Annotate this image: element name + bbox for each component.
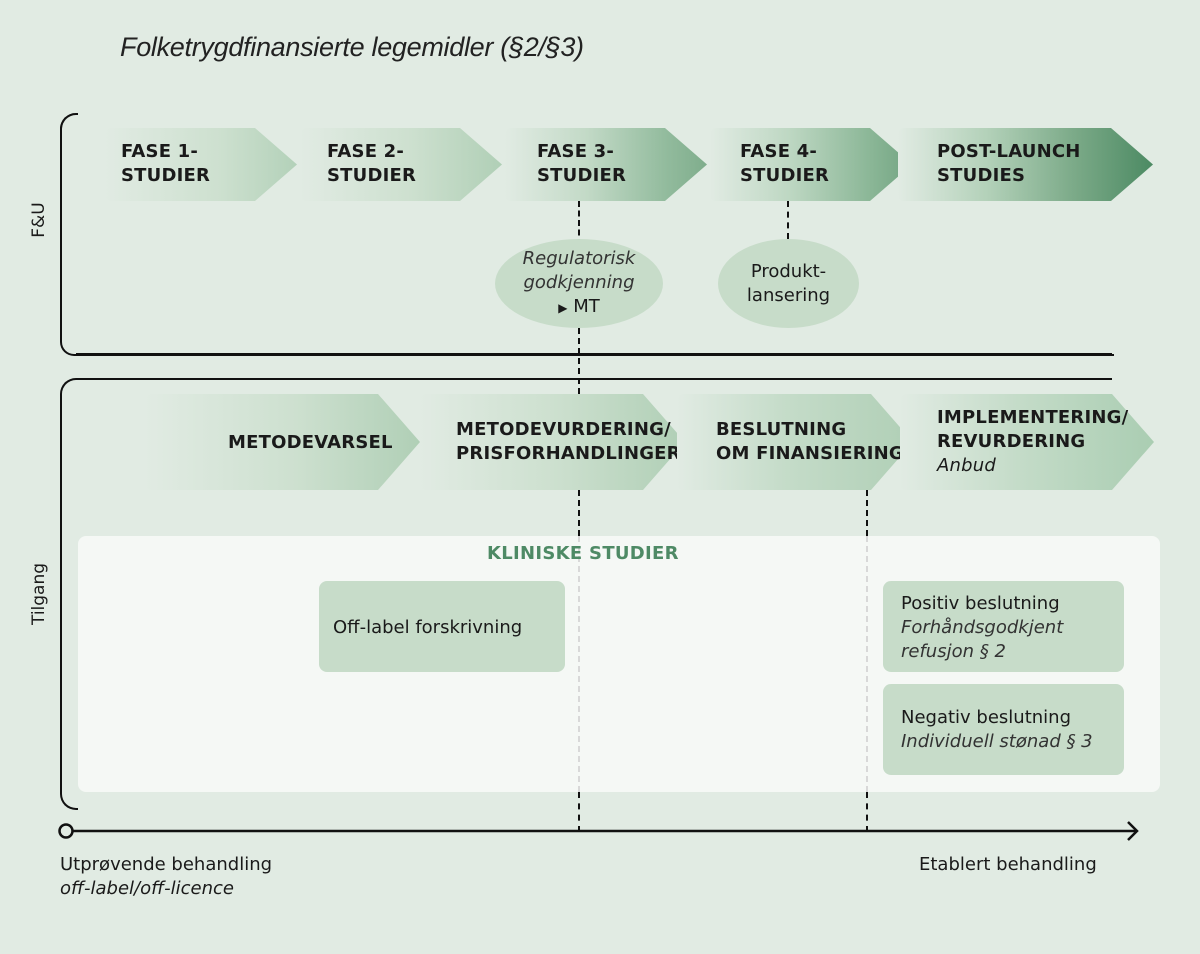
fu-step-phase4: FASE 4- STUDIER (710, 128, 912, 201)
connector-clinical-light-overlay (578, 536, 580, 792)
positive-decision-sub1: Forhåndsgodkjent (901, 617, 1064, 638)
access-step-line1: METODEVURDERING/ (456, 419, 671, 440)
tilgang-lane-top-line (76, 378, 1112, 380)
milestone-launch-line2: lansering (746, 284, 831, 306)
positive-decision-box: Positiv beslutning Forhåndsgodkjent refu… (883, 581, 1124, 672)
access-step-line1: IMPLEMENTERING/ (937, 407, 1129, 428)
fu-bracket-top-hook (60, 113, 78, 131)
axis-start-circle-icon (58, 823, 74, 839)
access-step-beslutning: BESLUTNING OM FINANSIERING (677, 394, 913, 490)
axis-arrow-icon (1127, 821, 1139, 841)
fu-lane-bottom-line (76, 353, 1112, 355)
milestone-product-launch: Produkt- lansering (718, 239, 859, 328)
fu-step-line2: STUDIER (121, 165, 211, 186)
access-step-sub: Anbud (937, 455, 996, 476)
milestone-regulatory-mt: MT (573, 296, 600, 317)
access-step-metodevurdering: METODEVURDERING/ PRISFORHANDLINGER (420, 394, 685, 490)
fu-step-line2: STUDIER (740, 165, 830, 186)
connector-decision-clinical (866, 490, 868, 536)
access-step-line1: METODEVARSEL (228, 432, 393, 453)
connector-phase4-launch (787, 201, 789, 239)
play-triangle-icon: ▶ (558, 301, 568, 315)
milestone-regulatory-line2: godkjenning (523, 272, 635, 293)
connector-regulatory-access (578, 328, 580, 394)
tilgang-lane-bracket (60, 378, 78, 810)
axis-start-line2: off-label/off-licence (60, 878, 234, 899)
axis-end-label: Etablert behandling (919, 854, 1097, 875)
access-step-line2: PRISFORHANDLINGER (456, 443, 681, 464)
connector-decision-light-overlay (866, 536, 868, 792)
negative-decision-box: Negativ beslutning Individuell stønad § … (883, 684, 1124, 775)
positive-decision-sub2: refusjon § 2 (901, 641, 1006, 662)
axis-start-line1: Utprøvende behandling (60, 854, 273, 875)
positive-decision-title: Positiv beslutning (901, 593, 1060, 614)
milestone-regulatory-line1: Regulatorisk (522, 248, 636, 269)
lane-label-tilgang: Tilgang (29, 562, 49, 626)
fu-step-line1: FASE 4- (740, 141, 818, 162)
fu-step-line1: FASE 3- (537, 141, 615, 162)
milestone-launch-line1: Produkt- (750, 260, 827, 282)
fu-step-line1: FASE 2- (327, 141, 405, 162)
negative-decision-sub1: Individuell stønad § 3 (901, 731, 1093, 752)
connector-decision-axis (866, 792, 868, 832)
offlabel-box: Off-label forskrivning (319, 581, 565, 672)
fu-step-line2: STUDIER (537, 165, 627, 186)
fu-step-line1: FASE 1- (121, 141, 199, 162)
milestone-regulatory-approval: Regulatorisk godkjenning ▶ MT (495, 239, 663, 328)
fu-step-line1: POST-LAUNCH (937, 141, 1081, 162)
fu-lane-bracket (60, 113, 1114, 356)
negative-decision-title: Negativ beslutning (901, 707, 1072, 728)
lane-label-fu: F&U (29, 202, 49, 238)
fu-step-phase3: FASE 3- STUDIER (505, 128, 707, 201)
clinical-studies-title: KLINISKE STUDIER (487, 543, 679, 564)
fu-step-line2: STUDIER (327, 165, 417, 186)
access-step-line1: BESLUTNING (716, 419, 847, 440)
fu-step-line2: STUDIES (937, 165, 1026, 186)
access-step-implementering: IMPLEMENTERING/ REVURDERING Anbud (900, 394, 1154, 490)
time-axis (58, 821, 1139, 841)
access-step-line2: OM FINANSIERING (716, 443, 904, 464)
diagram-title: Folketrygdfinansierte legemidler (§2/§3) (120, 32, 584, 62)
fu-step-phase2: FASE 2- STUDIER (300, 128, 502, 201)
axis-start-label: Utprøvende behandling off-label/off-lice… (60, 853, 272, 901)
access-step-metodevarsel: METODEVARSEL (145, 394, 420, 490)
connector-clinical-axis (578, 792, 580, 832)
offlabel-label: Off-label forskrivning (333, 617, 523, 638)
connector-phase3-regulatory (578, 201, 580, 245)
connector-access-clinical (578, 490, 580, 536)
fu-step-post-launch: POST-LAUNCH STUDIES (898, 128, 1153, 201)
access-step-line2: REVURDERING (937, 431, 1086, 452)
fu-step-phase1: FASE 1- STUDIER (105, 128, 297, 201)
